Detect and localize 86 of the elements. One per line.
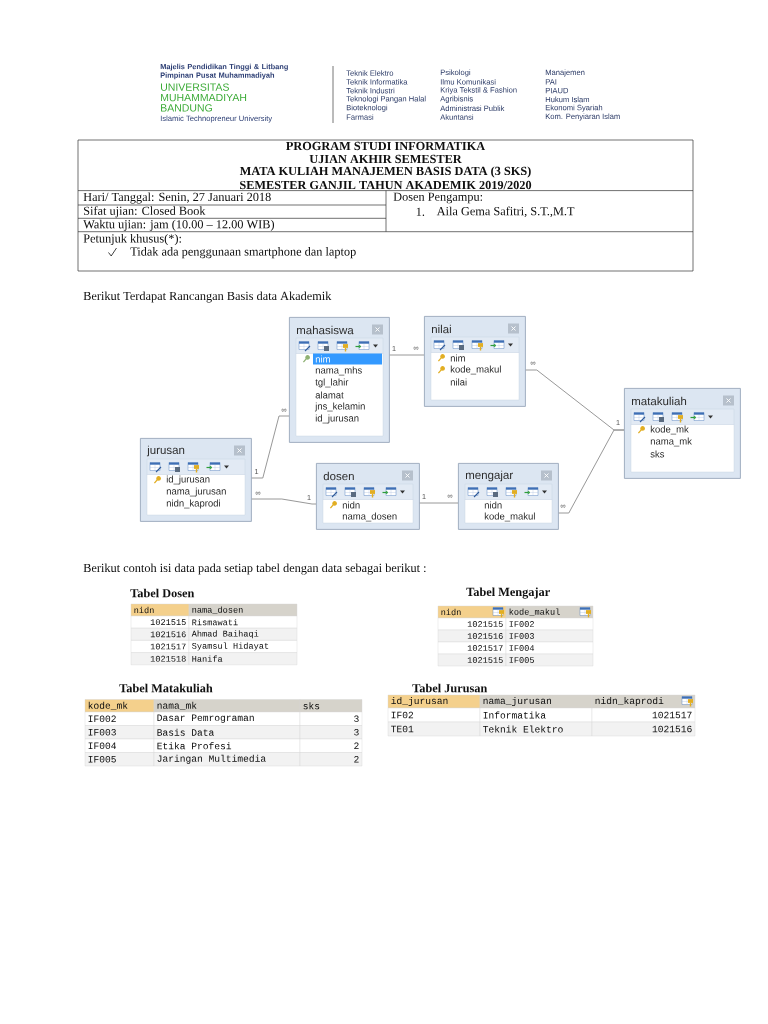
relationship-line	[251, 498, 317, 505]
table-cell: 1021516	[591, 721, 696, 737]
field-name: tgl_lahir	[315, 378, 349, 388]
table-window	[424, 316, 526, 407]
table-cell: Ahmad Baihaqi	[188, 628, 298, 641]
field-name: id_jurusan	[166, 475, 210, 485]
exam-info-text: Waktu ujian: jam (10.00 – 12.00 WIB)	[83, 219, 274, 231]
table-window	[140, 438, 252, 522]
field-name: jns_kelamin	[314, 402, 365, 412]
table-cell: Hanifa	[188, 652, 298, 665]
intro-text: Berikut Terdapat Rancangan Basis data Akademik	[83, 291, 332, 303]
table-heading: Tabel Dosen	[130, 588, 195, 598]
field-name: alamat	[315, 391, 344, 399]
field-name: nama_mhs	[315, 366, 362, 376]
exam-title: UJIAN AKHIR SEMESTER	[309, 154, 462, 164]
field-name: nama_jurusan	[166, 487, 226, 497]
field-name: kode_makul	[484, 512, 535, 522]
column-header: nidn	[130, 603, 190, 617]
intro-text: Berikut contoh isi data pada setiap tabel dengan data sebagai berikut :	[83, 563, 426, 575]
field-name: kode_makul	[450, 365, 501, 375]
column-header: kode_makul	[505, 605, 594, 619]
exam-title: SEMESTER GANJIL TAHUN AKADEMIK 2019/2020	[240, 180, 532, 190]
window-title: mahasiswa	[296, 325, 354, 335]
table-cell: 2	[299, 738, 363, 753]
exam-title: PROGRAM STUDI INFORMATIKA	[286, 141, 486, 151]
table-cell: 2	[299, 752, 363, 767]
field-name: nilai	[450, 378, 467, 386]
table-cell: IF005	[84, 752, 155, 767]
table-heading: Tabel Mengajar	[466, 587, 550, 599]
table-cell: 3	[299, 725, 363, 740]
table-cell: IF02	[387, 707, 481, 723]
table-cell: 1021517	[130, 640, 190, 653]
table-cell: Teknik Elektro	[479, 721, 593, 737]
selected-field: nim	[313, 353, 382, 365]
table-cell: 1021518	[130, 652, 190, 665]
table-cell: IF004	[84, 738, 155, 753]
lecturer-name: Aila Gema Safitri, S.T.,M.T	[436, 206, 575, 218]
field-name: id_jurusan	[315, 414, 359, 424]
table-cell: 3	[299, 711, 363, 726]
field-name: sks	[650, 450, 665, 458]
relationship-line	[558, 429, 625, 514]
table-cell: 1021515	[130, 615, 190, 629]
field-name: nidn	[342, 501, 360, 509]
window-title: nilai	[431, 324, 451, 334]
window-title: mengajar	[465, 470, 513, 482]
exam-info-text: Sifat ujian: Closed Book	[84, 206, 206, 218]
table-window	[289, 317, 390, 443]
table-cell: 1021517	[437, 641, 507, 655]
relationship-line	[389, 354, 425, 356]
instruction-heading: Petunjuk khusus(*):	[83, 233, 181, 246]
table-cell: Rismawati	[188, 615, 298, 629]
table-cell: IF005	[505, 653, 594, 667]
table-heading: Tabel Matakuliah	[119, 683, 213, 693]
field-name: nidn_kaprodi	[166, 499, 220, 509]
window-title: jurusan	[146, 445, 185, 457]
university-name: UNIVERSITAS MUHAMMADIYAH BANDUNG	[161, 83, 247, 112]
table-cell: 1021517	[591, 707, 696, 723]
window-title: dosen	[323, 471, 354, 481]
field-name: nidn	[484, 501, 502, 509]
exam-info-text: Dosen Pengampu:	[393, 192, 483, 204]
table-window	[458, 463, 559, 530]
table-cell: IF002	[84, 711, 155, 726]
field-name: nama_mk	[650, 437, 692, 447]
field-name: kode_mk	[650, 425, 689, 435]
instruction-text: Tidak ada penggunaan smartphone dan laptop	[130, 247, 356, 259]
window-title: matakuliah	[632, 396, 687, 406]
table-cell: Syamsul Hidayat	[188, 640, 298, 653]
table-heading: Tabel Jurusan	[412, 683, 488, 693]
field-name: nama_dosen	[342, 512, 397, 522]
table-window	[624, 388, 741, 479]
exam-info-text: Hari/ Tanggal: Senin, 27 Januari 2018	[83, 192, 271, 204]
exam-title: MATA KULIAH MANAJEMEN BASIS DATA (3 SKS)	[239, 166, 531, 178]
relationship-line	[251, 415, 290, 479]
table-window	[316, 463, 420, 530]
column-header: nama_dosen	[188, 603, 298, 617]
table-cell: 1021515	[437, 653, 507, 667]
table-cell: Informatika	[479, 707, 593, 723]
list-number: 1.	[416, 207, 425, 216]
table-cell: TE01	[387, 721, 481, 737]
table-cell: IF003	[505, 629, 594, 643]
table-cell: 1021516	[437, 629, 507, 643]
relationship-line	[419, 502, 459, 504]
table-cell: IF004	[505, 641, 594, 655]
field-name: nim	[450, 354, 465, 362]
table-cell: IF003	[84, 725, 155, 740]
table-cell: 1021516	[130, 628, 190, 641]
